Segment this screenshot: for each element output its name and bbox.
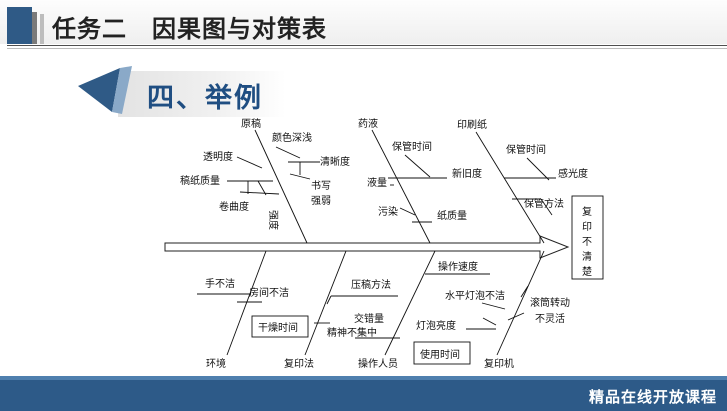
cause-shoubujie: 手不洁 <box>205 277 235 290</box>
category-caozuorenyuan: 操作人员 <box>358 357 398 370</box>
section-band <box>118 71 286 117</box>
header-divider <box>7 45 727 46</box>
sub-baoguan2 <box>526 157 550 181</box>
cause-juanqudu: 卷曲度 <box>219 200 249 213</box>
header-accent-bar-light <box>40 14 44 44</box>
bone-yaoye <box>371 129 431 244</box>
cause-jingshen: 精神不集中 <box>327 326 377 339</box>
box-ganzaoshijian <box>251 315 309 338</box>
header-divider-light <box>7 48 727 49</box>
header-accent-block <box>7 7 32 44</box>
cause-fangjianbujie: 房间不洁 <box>249 286 289 299</box>
cause-guntong1: 滚筒转动 <box>530 296 570 309</box>
svg-text:楚: 楚 <box>582 265 592 278</box>
page-title: 任务二 因果图与对策表 <box>52 15 327 43</box>
category-huanjing: 环境 <box>206 357 226 370</box>
cause-baoguan1: 保管时间 <box>392 140 432 153</box>
header-accent-bar <box>32 12 37 44</box>
bone-yinshuazhi <box>475 131 545 244</box>
sub-juanqudu <box>239 191 280 195</box>
cause-guntong2: 不灵活 <box>535 313 565 325</box>
cause-qiangruo: 强弱 <box>311 195 331 207</box>
section-title: 四、举例 <box>147 83 263 114</box>
sub-touming <box>236 156 263 169</box>
cause-baoguanfangfa: 保管方法 <box>524 197 564 210</box>
bone-caozuorenyuan <box>384 250 436 356</box>
cause-qiangdu: 强度 <box>267 210 280 230</box>
sub-guntong <box>520 285 529 298</box>
cause-caozuosudu: 操作速度 <box>438 260 478 273</box>
category-yuangao: 原稿 <box>241 117 261 130</box>
effect-label: 复 印 不 清 楚 <box>582 205 592 278</box>
sub-shuxie <box>289 173 311 180</box>
svg-text:不: 不 <box>582 237 592 248</box>
sub-yansheshenqian <box>275 146 301 159</box>
cause-yagaofangfa: 压稿方法 <box>351 278 391 291</box>
bone-yuangao <box>254 129 308 244</box>
cause-touming: 透明度 <box>203 150 233 163</box>
spine-arrow <box>164 235 570 259</box>
category-yinshuazhi: 印刷纸 <box>457 118 487 131</box>
cause-ganzaoshijian: 干燥时间 <box>258 321 298 334</box>
cause-shuxie: 书写 <box>311 180 331 192</box>
svg-text:复: 复 <box>582 205 592 218</box>
cause-shiyongshijian: 使用时间 <box>420 348 460 361</box>
cause-zhizhiliang: 纸质量 <box>437 209 467 222</box>
cause-dengpaoliangdu: 灯泡亮度 <box>416 319 456 332</box>
cause-ganguangdu: 感光度 <box>558 167 588 180</box>
footer-text: 精品在线开放课程 <box>588 388 717 406</box>
cause-gaozhizhiliang: 稿纸质量 <box>180 174 220 187</box>
bone-huanjing <box>226 250 267 356</box>
svg-text:印: 印 <box>582 221 592 233</box>
svg-text:清: 清 <box>582 250 592 263</box>
cause-wuran: 污染 <box>378 205 398 218</box>
cause-baoguan2: 保管时间 <box>506 143 546 156</box>
category-yaoye: 药液 <box>358 117 378 130</box>
sub-baoguan1 <box>404 154 431 178</box>
cause-qingxidu: 清晰度 <box>320 155 350 168</box>
cause-shuiping: 水平灯泡不洁 <box>445 289 505 302</box>
arrow-icon <box>78 66 132 114</box>
footer-accent <box>0 376 727 380</box>
cause-jiaocuoliang: 交错量 <box>354 312 384 325</box>
footer-band <box>0 380 727 411</box>
cause-yansheshenqian: 颜色深浅 <box>272 131 312 144</box>
bone-fuyinji <box>496 250 545 356</box>
sub-shuiping <box>481 302 506 310</box>
cause-xinjiudu: 新旧度 <box>452 167 482 180</box>
sub-wuran <box>399 207 416 216</box>
cause-yeliang: 液量 <box>367 176 387 189</box>
category-fuyinfa: 复印法 <box>284 357 314 370</box>
category-fuyinji: 复印机 <box>484 357 514 370</box>
bone-fuyinfa <box>304 250 347 356</box>
box-shiyongshijian <box>413 341 471 365</box>
effect-box <box>571 195 604 280</box>
header-band <box>0 0 727 44</box>
